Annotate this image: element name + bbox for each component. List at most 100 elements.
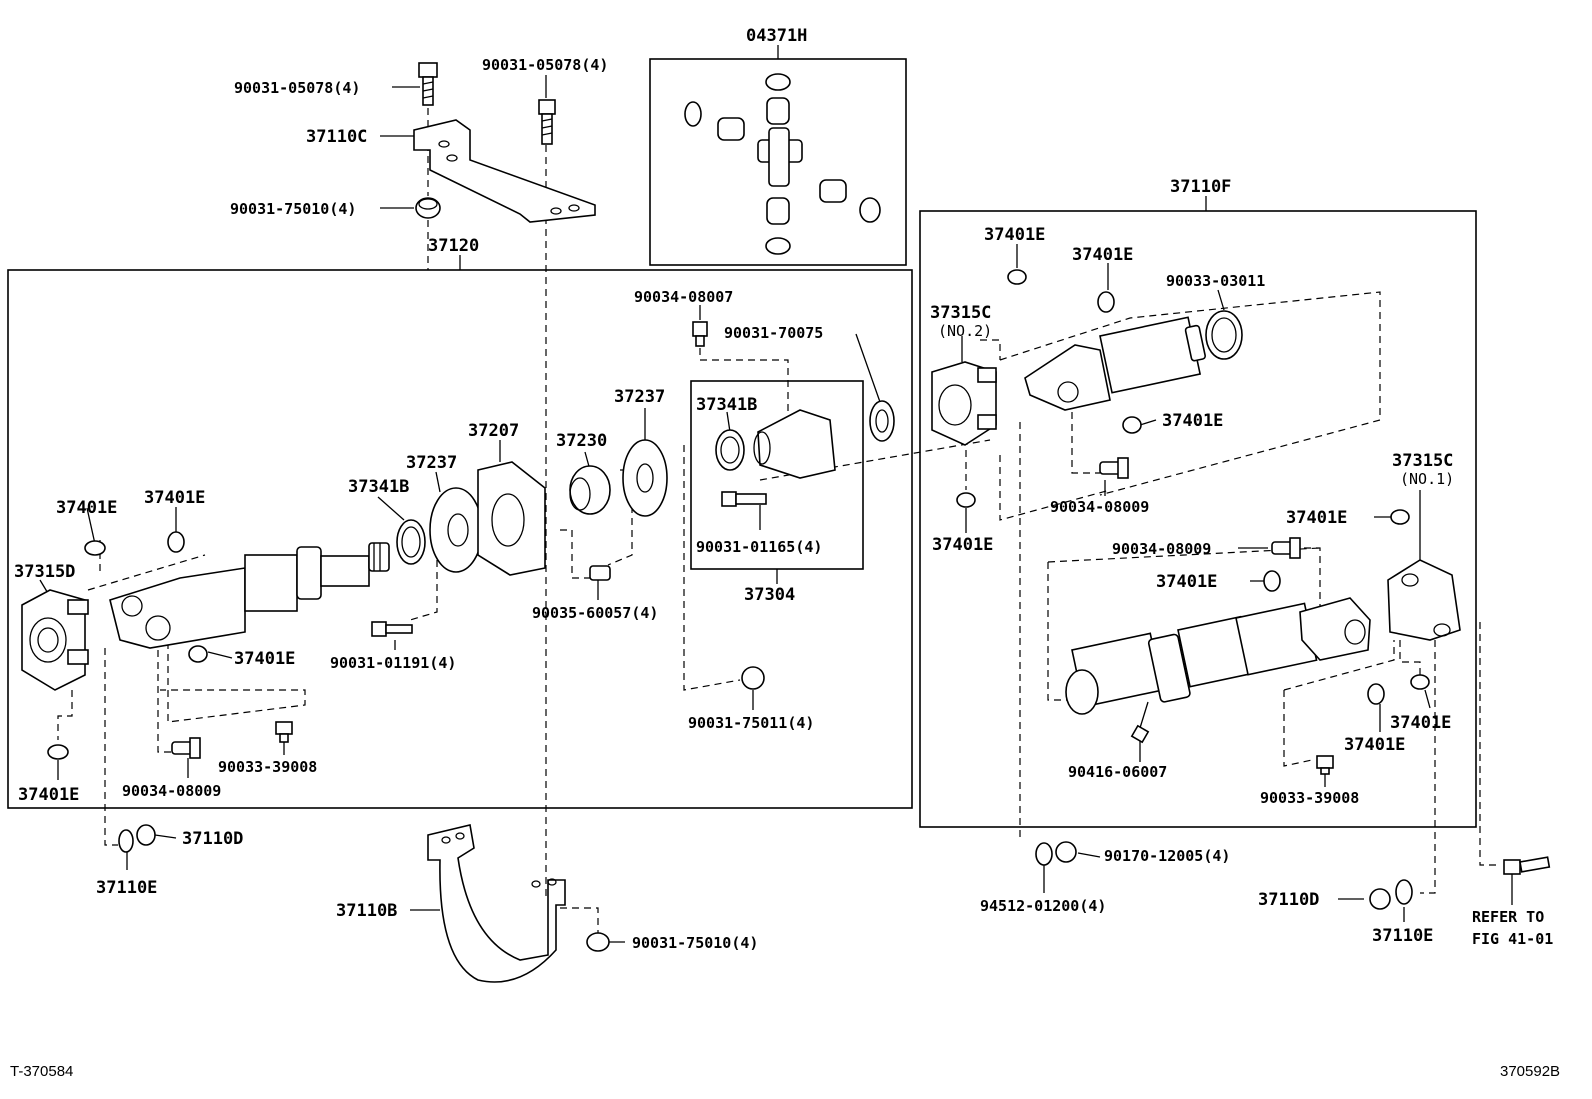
shaft-rear-upper bbox=[1024, 316, 1207, 411]
spider-37401e-left-b bbox=[167, 531, 185, 553]
label-37401e-r-bottom-a: 37401E bbox=[1344, 735, 1405, 755]
bolt-refer-fig bbox=[1503, 856, 1551, 875]
label-90031-70075: 90031-70075 bbox=[724, 324, 823, 342]
plug-90033-39008-r bbox=[1316, 755, 1334, 775]
washer-94512-01200 bbox=[1035, 842, 1053, 866]
bolt-90031-01191 bbox=[371, 621, 413, 637]
shaft-rear-lower bbox=[1065, 597, 1371, 715]
label-37315d: 37315D bbox=[14, 562, 75, 582]
label-37315c-no2-sub: (NO.2) bbox=[938, 322, 992, 340]
nut-90031-75011 bbox=[741, 666, 765, 690]
label-37207: 37207 bbox=[468, 421, 519, 441]
label-90034-08007: 90034-08007 bbox=[634, 288, 733, 306]
label-90033-03011: 90033-03011 bbox=[1166, 272, 1265, 290]
bearing-37304-parts bbox=[715, 409, 836, 507]
spider-37401e-r-no1 bbox=[1390, 509, 1410, 525]
label-37341b-left: 37341B bbox=[348, 477, 409, 497]
label-37237-right: 37237 bbox=[614, 387, 665, 407]
spider-37401e-left-bottom bbox=[47, 744, 69, 760]
yoke-37315c-no2 bbox=[931, 361, 997, 446]
grease-fitting-90034-08007 bbox=[692, 321, 708, 347]
label-37401e-left-a: 37401E bbox=[56, 498, 117, 518]
bolt-90031-05078-right bbox=[538, 99, 556, 145]
kit-04371h-parts bbox=[684, 73, 881, 255]
label-37315c-no1: 37315C bbox=[1392, 451, 1453, 471]
washer-37110d-right bbox=[1369, 888, 1391, 910]
spider-37401e-r-mid bbox=[1122, 416, 1142, 434]
label-90031-05078-right: 90031-05078(4) bbox=[482, 56, 608, 74]
label-37315c-no1-sub: (NO.1) bbox=[1400, 470, 1454, 488]
cushion-37207 bbox=[477, 461, 546, 576]
plug-90416-06007 bbox=[1130, 724, 1150, 744]
fitting-90034-08009-r-low bbox=[1271, 537, 1301, 559]
spider-37401e-left-a bbox=[84, 540, 106, 556]
bracket-37110c bbox=[413, 119, 596, 223]
fitting-90034-08009-left bbox=[171, 737, 201, 759]
shaft-front-tube bbox=[109, 542, 390, 649]
label-94512-01200: 94512-01200(4) bbox=[980, 897, 1106, 915]
washer-37110d-left bbox=[136, 824, 156, 846]
spider-37401e-r-bottom-b bbox=[1410, 674, 1430, 690]
label-37110d-left: 37110D bbox=[182, 829, 243, 849]
bolt-90031-05078-left bbox=[418, 62, 438, 106]
label-90034-08009-r-low: 90034-08009 bbox=[1112, 540, 1211, 558]
nut-90031-75010-lower bbox=[586, 932, 610, 952]
label-37110b: 37110B bbox=[336, 901, 397, 921]
label-90031-01191: 90031-01191(4) bbox=[330, 654, 456, 672]
label-37110e-right: 37110E bbox=[1372, 926, 1433, 946]
washer-90170-12005 bbox=[1055, 841, 1077, 863]
yoke-37315d bbox=[21, 589, 89, 691]
label-37401e-r-top-b: 37401E bbox=[1072, 245, 1133, 265]
label-37401e-r-bottom-b: 37401E bbox=[1390, 713, 1451, 733]
spider-37401e-left-mid bbox=[188, 645, 208, 663]
label-90031-75010-lower: 90031-75010(4) bbox=[632, 934, 758, 952]
label-37110e-left: 37110E bbox=[96, 878, 157, 898]
seal-90031-70075 bbox=[869, 400, 895, 442]
label-90033-39008-r: 90033-39008 bbox=[1260, 789, 1359, 807]
yoke-37315c-no1 bbox=[1387, 559, 1461, 641]
label-37230: 37230 bbox=[556, 431, 607, 451]
label-refer-fig: FIG 41-01 bbox=[1472, 930, 1553, 948]
bearing-37230 bbox=[569, 465, 611, 515]
label-37401e-left-b: 37401E bbox=[144, 488, 205, 508]
label-90031-05078-left: 90031-05078(4) bbox=[234, 79, 360, 97]
bushing-90035-60057 bbox=[589, 565, 611, 581]
group-label-37110f: 37110F bbox=[1170, 177, 1231, 197]
plug-90033-03011 bbox=[1205, 310, 1243, 360]
plug-90033-39008-left bbox=[275, 721, 293, 743]
group-label-37304: 37304 bbox=[744, 585, 795, 605]
label-37401e-left-mid: 37401E bbox=[234, 649, 295, 669]
spider-37401e-r-top-b bbox=[1097, 291, 1115, 313]
label-37315c-no2: 37315C bbox=[930, 303, 991, 323]
label-37401e-r-top-a: 37401E bbox=[984, 225, 1045, 245]
label-37110c: 37110C bbox=[306, 127, 367, 147]
group-label-04371h: 04371H bbox=[746, 26, 807, 46]
label-37401e-r-no1: 37401E bbox=[1286, 508, 1347, 528]
group-label-37120: 37120 bbox=[428, 236, 479, 256]
label-37341b-box: 37341B bbox=[696, 395, 757, 415]
seal-37341b-left bbox=[396, 519, 426, 565]
bracket-37110b bbox=[427, 824, 566, 983]
label-37110d-right: 37110D bbox=[1258, 890, 1319, 910]
spider-37401e-r-left bbox=[956, 492, 976, 508]
spider-37401e-r-top-a bbox=[1007, 269, 1027, 285]
shaft-37110f-box bbox=[919, 210, 1477, 828]
label-90033-39008-left: 90033-39008 bbox=[218, 758, 317, 776]
label-90031-01165: 90031-01165(4) bbox=[696, 538, 822, 556]
plate-37237-left bbox=[429, 487, 483, 573]
label-37401e-r-low: 37401E bbox=[1156, 572, 1217, 592]
washer-37110e-left bbox=[118, 829, 134, 853]
spider-37401e-r-bottom-a bbox=[1367, 683, 1385, 705]
label-90034-08009-left: 90034-08009 bbox=[122, 782, 221, 800]
fitting-90034-08009-r-mid bbox=[1099, 457, 1129, 479]
label-90170-12005: 90170-12005(4) bbox=[1104, 847, 1230, 865]
label-37401e-r-mid: 37401E bbox=[1162, 411, 1223, 431]
label-90416-06007: 90416-06007 bbox=[1068, 763, 1167, 781]
label-90035-60057: 90035-60057(4) bbox=[532, 604, 658, 622]
label-37237-left: 37237 bbox=[406, 453, 457, 473]
nut-90031-75010-upper bbox=[415, 197, 441, 219]
label-37401e-r-left: 37401E bbox=[932, 535, 993, 555]
spider-37401e-r-low bbox=[1263, 570, 1281, 592]
label-90031-75010-upper: 90031-75010(4) bbox=[230, 200, 356, 218]
